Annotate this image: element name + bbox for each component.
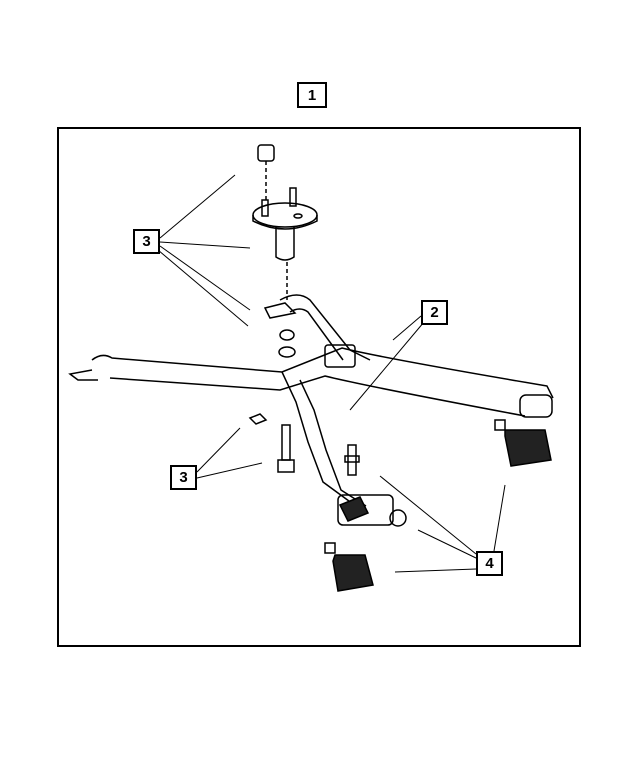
callout-2: 2 — [421, 300, 448, 325]
leader-lines — [157, 174, 506, 573]
assembly-callout-1: 1 — [297, 82, 327, 108]
callout-3-top: 3 — [133, 229, 160, 254]
crossmember-frame — [68, 294, 554, 527]
callout-3-bottom: 3 — [170, 465, 197, 490]
diagram-frame — [57, 127, 581, 647]
mounting-hardware — [248, 413, 552, 592]
callout-4: 4 — [476, 551, 503, 576]
spare-tire-hoist-plate — [252, 144, 318, 300]
